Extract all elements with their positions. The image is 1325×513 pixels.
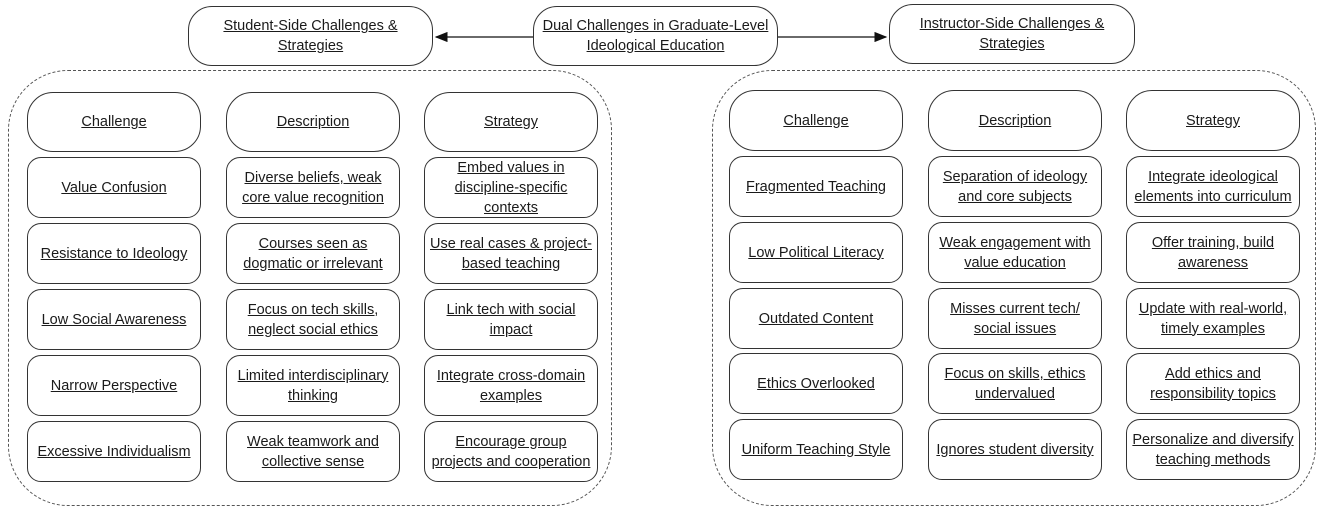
instructor-group: [712, 70, 1316, 506]
student-challenge-2: Resistance to Ideology: [27, 223, 201, 284]
instructor-challenge-2: Low Political Literacy: [729, 222, 903, 283]
instructor-challenge-1: Fragmented Teaching: [729, 156, 903, 217]
central-title: Dual Challenges in Graduate-Level Ideolo…: [542, 18, 769, 54]
student-strategy-5: Encourage group projects and cooperation: [424, 421, 598, 482]
instructor-header-challenge: Challenge: [729, 90, 903, 151]
student-challenge-5: Excessive Individualism: [27, 421, 201, 482]
student-description-1: Diverse beliefs, weak core value recogni…: [226, 157, 400, 218]
student-header-description: Description: [226, 92, 400, 152]
student-header-strategy: Strategy: [424, 92, 598, 152]
instructor-description-2: Weak engagement with value education: [928, 222, 1102, 283]
instructor-strategy-5: Personalize and diversify teaching metho…: [1126, 419, 1300, 480]
student-header-challenge: Challenge: [27, 92, 201, 152]
student-side-title: Student-Side Challenges & Strategies: [223, 18, 398, 54]
student-strategy-3: Link tech with social impact: [424, 289, 598, 350]
student-description-3: Focus on tech skills, neglect social eth…: [226, 289, 400, 350]
student-challenge-1: Value Confusion: [27, 157, 201, 218]
student-strategy-2: Use real cases & project-based teaching: [424, 223, 598, 284]
student-strategy-1: Embed values in discipline-specific cont…: [424, 157, 598, 218]
instructor-strategy-2: Offer training, build awareness: [1126, 222, 1300, 283]
instructor-strategy-1: Integrate ideological elements into curr…: [1126, 156, 1300, 217]
instructor-description-3: Misses current tech/ social issues: [928, 288, 1102, 349]
instructor-header-description: Description: [928, 90, 1102, 151]
instructor-header-strategy: Strategy: [1126, 90, 1300, 151]
student-challenge-4: Narrow Perspective: [27, 355, 201, 416]
instructor-challenge-4: Ethics Overlooked: [729, 353, 903, 414]
instructor-description-1: Separation of ideology and core subjects: [928, 156, 1102, 217]
instructor-side-title: Instructor-Side Challenges & Strategies: [919, 16, 1105, 52]
student-description-5: Weak teamwork and collective sense: [226, 421, 400, 482]
student-group: [8, 70, 612, 506]
central-title-box: Dual Challenges in Graduate-Level Ideolo…: [533, 6, 778, 66]
instructor-description-4: Focus on skills, ethics undervalued: [928, 353, 1102, 414]
student-description-2: Courses seen as dogmatic or irrelevant: [226, 223, 400, 284]
instructor-strategy-3: Update with real-world, timely examples: [1126, 288, 1300, 349]
instructor-description-5: Ignores student diversity: [928, 419, 1102, 480]
instructor-strategy-4: Add ethics and responsibility topics: [1126, 353, 1300, 414]
student-description-4: Limited interdisciplinary thinking: [226, 355, 400, 416]
student-challenge-3: Low Social Awareness: [27, 289, 201, 350]
instructor-challenge-3: Outdated Content: [729, 288, 903, 349]
instructor-side-title-box: Instructor-Side Challenges & Strategies: [889, 4, 1135, 64]
student-side-title-box: Student-Side Challenges & Strategies: [188, 6, 433, 66]
instructor-challenge-5: Uniform Teaching Style: [729, 419, 903, 480]
student-strategy-4: Integrate cross-domain examples: [424, 355, 598, 416]
